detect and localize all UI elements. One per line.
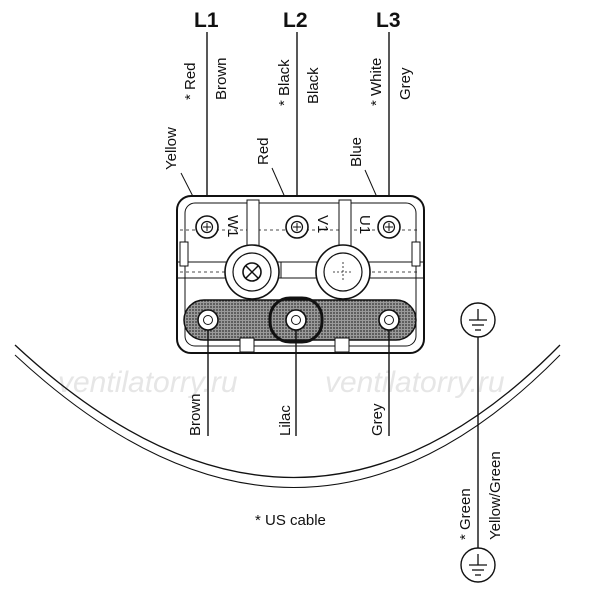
boss-right bbox=[315, 244, 371, 300]
label-l1-eu: Brown bbox=[213, 57, 230, 100]
earth-icon-top bbox=[460, 302, 496, 338]
label-bottom-left: Brown bbox=[187, 393, 204, 436]
label-bottom-right: Grey bbox=[369, 403, 386, 436]
label-earth-us: * Green bbox=[457, 488, 474, 540]
terminal-w1 bbox=[195, 215, 219, 239]
phase-label-l3: L3 bbox=[376, 9, 401, 32]
phase-label-l1: L1 bbox=[194, 9, 219, 32]
earth-icon-bottom bbox=[460, 547, 496, 583]
mark-u1: U1 bbox=[356, 215, 373, 234]
housing-arc-outer bbox=[14, 344, 561, 478]
label-l2-eu: Black bbox=[305, 67, 322, 104]
terminal-u1 bbox=[377, 215, 401, 239]
label-earth-eu: Yellow/Green bbox=[487, 451, 504, 540]
watermark-left: ventilatorry.ru bbox=[58, 366, 238, 399]
terminal-bottom-right bbox=[378, 309, 400, 331]
terminal-bottom-left bbox=[197, 309, 219, 331]
mark-w1: W1 bbox=[224, 215, 241, 238]
watermark-right: ventilatorry.ru bbox=[325, 366, 505, 399]
label-u1-wire: Blue bbox=[348, 137, 365, 167]
label-w1-wire: Yellow bbox=[163, 127, 180, 170]
label-l1-us: * Red bbox=[182, 62, 199, 100]
label-bottom-middle: Lilac bbox=[277, 405, 294, 436]
footnote: * US cable bbox=[255, 512, 326, 529]
terminal-bottom-middle bbox=[285, 309, 307, 331]
label-l3-us: * White bbox=[368, 58, 385, 106]
label-l2-us: * Black bbox=[276, 59, 293, 106]
housing-arc-inner bbox=[14, 354, 561, 488]
label-v1-wire: Red bbox=[255, 137, 272, 165]
mark-v1: V1 bbox=[314, 215, 331, 233]
boss-left bbox=[224, 244, 280, 300]
phase-label-l2: L2 bbox=[283, 9, 308, 32]
label-l3-eu: Grey bbox=[397, 67, 414, 100]
terminal-v1 bbox=[285, 215, 309, 239]
